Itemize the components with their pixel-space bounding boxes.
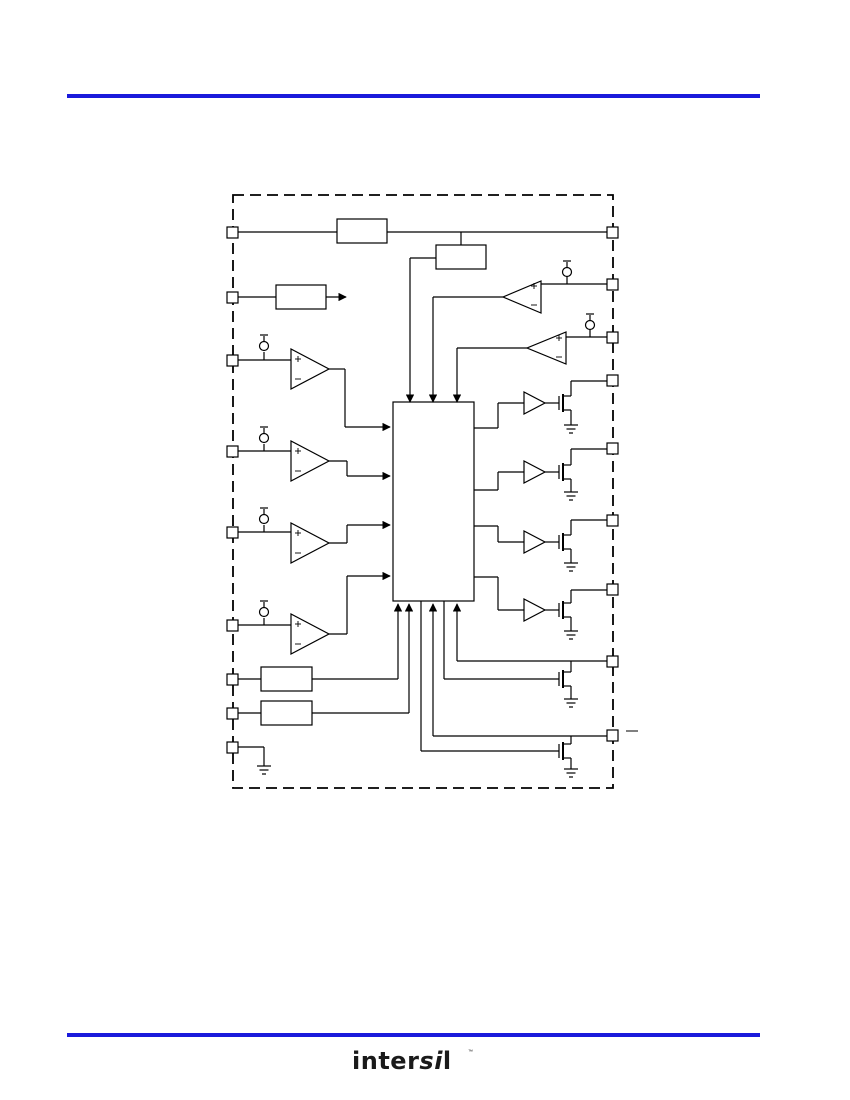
top-block-row: [238, 218, 607, 403]
logic-block: [392, 401, 475, 602]
pin-right-6: [606, 514, 619, 527]
pin-right-1: [606, 226, 619, 239]
intersil-logo: intersil: [352, 1046, 452, 1076]
right-pins: [606, 226, 619, 742]
pin-right-2: [606, 278, 619, 291]
pin-left-7: [226, 673, 239, 686]
block-8: [260, 700, 313, 726]
pin-right-3: [606, 331, 619, 344]
pin-right-8: [606, 655, 619, 668]
pin-left-2: [226, 291, 239, 304]
logo-text-si: si: [419, 1047, 443, 1075]
pin-left-4: [226, 445, 239, 458]
logo-text-l: l: [442, 1047, 452, 1075]
pin-left-9: [226, 741, 239, 754]
right-comparator-signs: [531, 283, 562, 358]
left-comparators: [238, 334, 391, 655]
sub-block: [435, 244, 487, 270]
logo-text-main: inter: [352, 1047, 420, 1075]
block-2: [275, 284, 327, 310]
pin-right-7: [606, 583, 619, 596]
trademark-mark: ™: [468, 1049, 473, 1055]
output-drivers: [474, 380, 607, 640]
header-rule: [67, 94, 760, 98]
pin-right-9: [606, 729, 619, 742]
pin-left-5: [226, 526, 239, 539]
pin-right-5: [606, 442, 619, 455]
comparator-signs: [295, 356, 301, 645]
pin-left-8: [226, 707, 239, 720]
bottom-right-switches: [420, 601, 607, 778]
left-block-2: [238, 284, 347, 310]
pin-left-1: [226, 226, 239, 239]
block-7: [260, 666, 313, 692]
pin-right-4: [606, 374, 619, 387]
bottom-left-blocks: [238, 603, 414, 775]
footer-rule: [67, 1033, 760, 1037]
top-block: [336, 218, 388, 244]
pin-left-3: [226, 354, 239, 367]
right-comparators: [428, 260, 607, 403]
pin-left-6: [226, 619, 239, 632]
package-outline: [232, 194, 614, 789]
